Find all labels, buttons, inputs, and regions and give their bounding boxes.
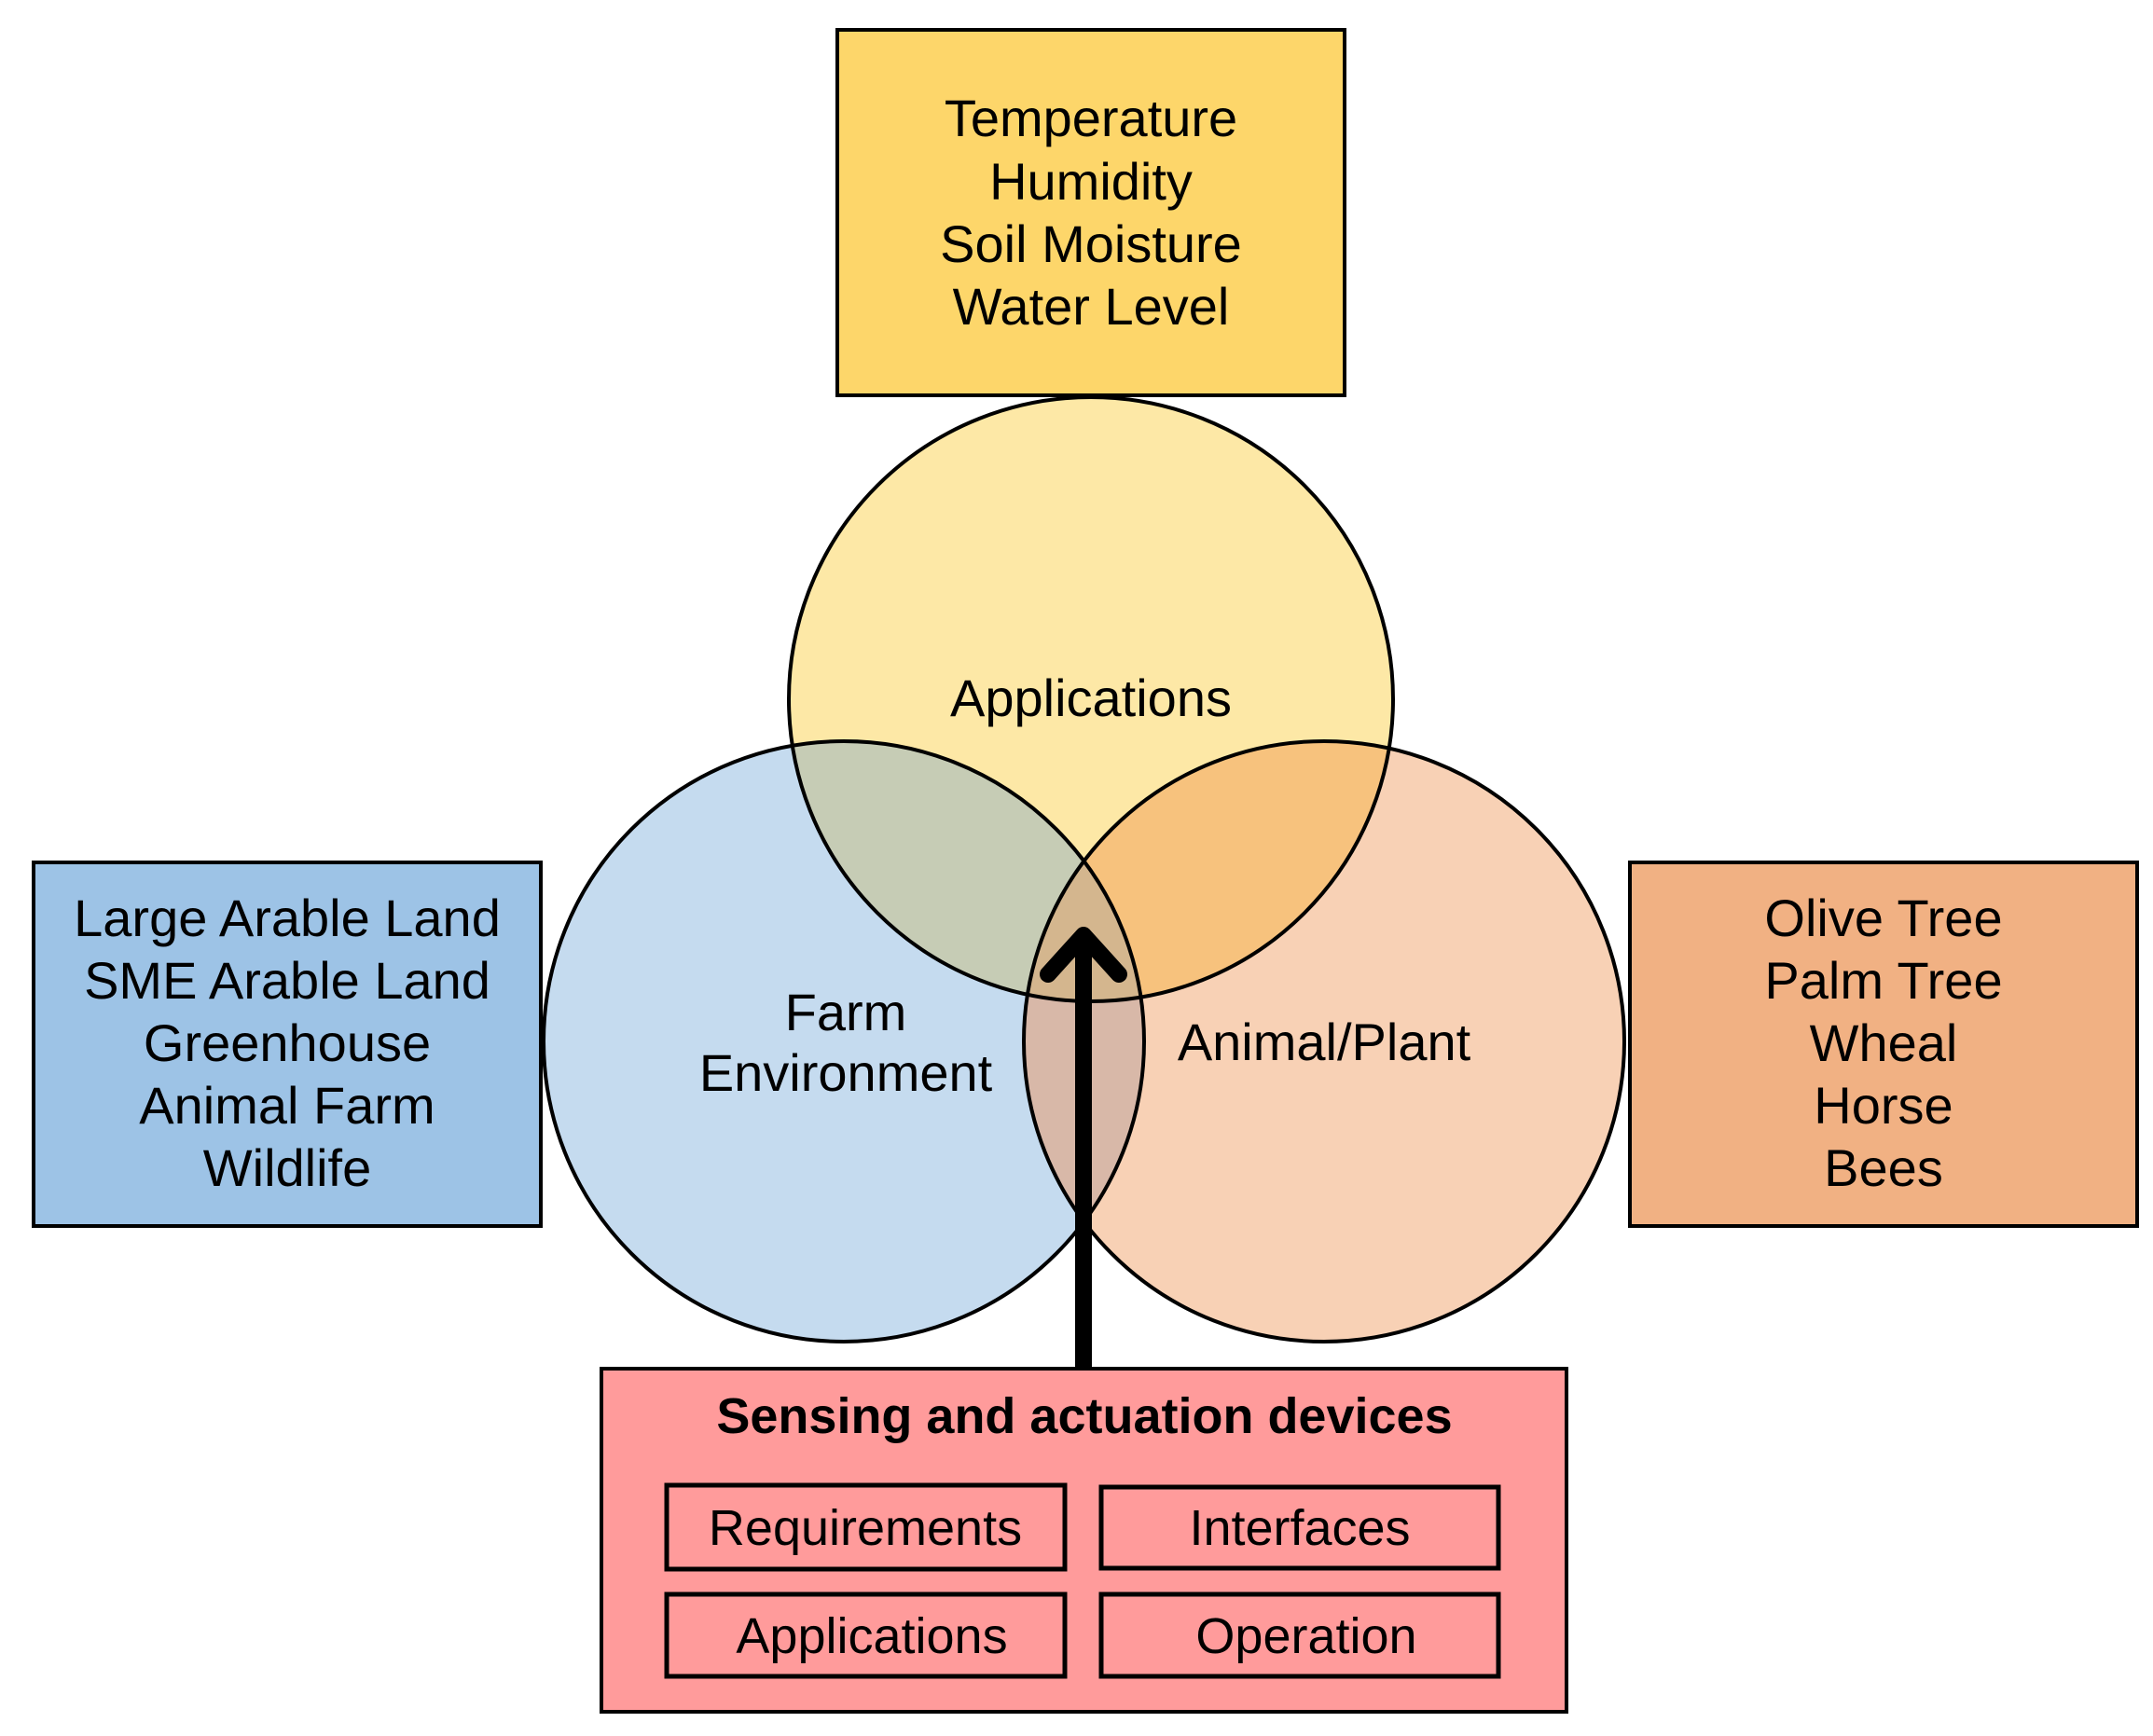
venn-fills bbox=[544, 397, 1624, 1342]
left-box-line: SME Arable Land bbox=[84, 951, 490, 1010]
right-box-line: Horse bbox=[1814, 1076, 1953, 1135]
farm-types-box-bg bbox=[32, 861, 543, 1228]
applications-box bbox=[664, 1591, 1068, 1679]
arrow-head bbox=[1040, 927, 1127, 983]
farm-types-box: Large Arable Land SME Arable Land Greenh… bbox=[32, 861, 543, 1228]
requirements-label: Requirements bbox=[709, 1500, 1022, 1556]
arrow-up bbox=[1040, 927, 1127, 1369]
left-box-line: Greenhouse bbox=[144, 1013, 431, 1072]
operation-box bbox=[1098, 1591, 1501, 1679]
interfaces-box bbox=[1098, 1484, 1501, 1571]
left-box-line: Wildlife bbox=[203, 1138, 371, 1197]
animal-plant-box: Olive Tree Palm Tree Wheal Horse Bees bbox=[1628, 861, 2139, 1228]
top-box-line: Temperature bbox=[945, 89, 1237, 147]
right-box-line: Bees bbox=[1824, 1138, 1943, 1197]
applications-label: Applications bbox=[736, 1608, 1007, 1664]
farm-environment-circle bbox=[542, 739, 1146, 1343]
animal-plant-circle-label: Animal/Plant bbox=[1178, 1013, 1471, 1071]
sensor-parameters-box-bg bbox=[835, 28, 1346, 397]
top-box-line: Soil Moisture bbox=[940, 214, 1242, 273]
sensing-box: Sensing and actuation devices Requiremen… bbox=[600, 1367, 1568, 1714]
top-box-line: Water Level bbox=[953, 277, 1230, 336]
overlap-app-animal bbox=[1024, 741, 1393, 1001]
top-box-line: Humidity bbox=[989, 152, 1193, 211]
right-box-line: Palm Tree bbox=[1764, 951, 2002, 1010]
animal-plant-box-bg bbox=[1628, 861, 2139, 1228]
farm-circle-label-line1: Farm bbox=[785, 983, 907, 1041]
farm-circle-label-line2: Environment bbox=[699, 1043, 993, 1102]
sensor-parameters-box: Temperature Humidity Soil Moisture Water… bbox=[835, 28, 1346, 397]
interfaces-label: Interfaces bbox=[1189, 1500, 1410, 1556]
right-box-line: Wheal bbox=[1810, 1013, 1958, 1072]
left-box-line: Animal Farm bbox=[139, 1076, 435, 1135]
applications-circle-label: Applications bbox=[950, 668, 1232, 727]
overlap-app-farm bbox=[789, 741, 1144, 1001]
left-box-line: Large Arable Land bbox=[74, 889, 501, 947]
sensing-box-title: Sensing and actuation devices bbox=[716, 1388, 1452, 1444]
animal-plant-circle bbox=[1022, 739, 1626, 1343]
requirements-box bbox=[664, 1482, 1068, 1572]
operation-label: Operation bbox=[1195, 1608, 1416, 1664]
right-box-line: Olive Tree bbox=[1764, 889, 2002, 947]
